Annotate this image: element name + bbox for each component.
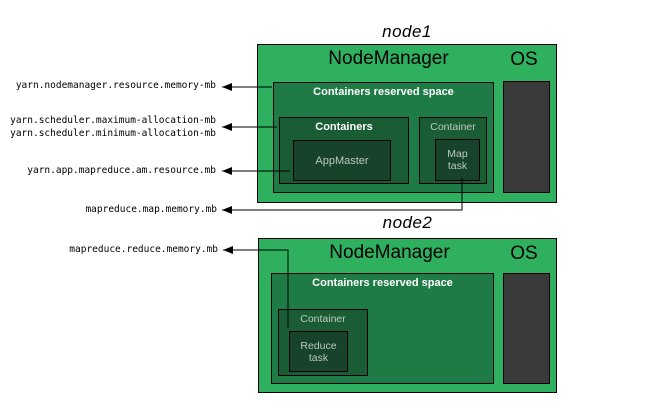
node1-container-label: Container xyxy=(430,121,476,133)
node1-appmaster-label: AppMaster xyxy=(315,154,369,167)
node1-os-label: OS xyxy=(510,49,538,70)
param-nodemanager-resource-memory: yarn.nodemanager.resource.memory-mb xyxy=(15,80,216,91)
node1-container-box: Container Map task xyxy=(419,117,487,184)
node1-nodemanager-label: NodeManager xyxy=(328,48,449,69)
node1-nodemanager-box: NodeManager OS Containers reserved space… xyxy=(257,44,557,203)
node1-map-task-box: Map task xyxy=(435,139,480,181)
node2-os-box xyxy=(503,273,550,384)
node2-nodemanager-label: NodeManager xyxy=(329,242,450,263)
map-task-label-line2: task xyxy=(447,160,468,172)
node1-appmaster-box: AppMaster xyxy=(293,140,391,181)
reduce-task-label-line2: task xyxy=(308,351,329,364)
node2-nodemanager-box: NodeManager OS Containers reserved space… xyxy=(258,238,557,393)
node1-containers-reserved-space-box: Containers reserved space Containers App… xyxy=(273,82,494,193)
reduce-task-label-line1: Reduce xyxy=(300,339,337,352)
node2-container-box: Container Reduce task xyxy=(278,309,368,376)
map-task-label-line1: Map xyxy=(447,148,468,160)
node1-os-box xyxy=(503,81,550,193)
param-scheduler-allocation: yarn.scheduler.maximum-allocation-mb yar… xyxy=(0,115,216,140)
param-scheduler-min: yarn.scheduler.minimum-allocation-mb xyxy=(10,127,216,139)
param-scheduler-max: yarn.scheduler.maximum-allocation-mb xyxy=(10,115,216,126)
node1-title: node1 xyxy=(382,22,432,41)
node1-containers-label: Containers xyxy=(315,121,373,133)
node2-title: node2 xyxy=(382,213,433,232)
param-reduce-memory: mapreduce.reduce.memory.mb xyxy=(69,244,218,255)
node1-containers-box: Containers AppMaster xyxy=(279,117,409,184)
param-map-memory: mapreduce.map.memory.mb xyxy=(85,204,217,215)
node2-reserved-space-label: Containers reserved space xyxy=(312,277,453,289)
node2-container-label: Container xyxy=(300,313,346,325)
param-am-resource: yarn.app.mapreduce.am.resource.mb xyxy=(27,165,216,176)
node2-containers-reserved-space-box: Containers reserved space Container Redu… xyxy=(271,273,494,384)
node2-os-label: OS xyxy=(510,243,538,264)
node2-reduce-task-box: Reduce task xyxy=(289,331,348,372)
node1-reserved-space-label: Containers reserved space xyxy=(313,86,454,98)
